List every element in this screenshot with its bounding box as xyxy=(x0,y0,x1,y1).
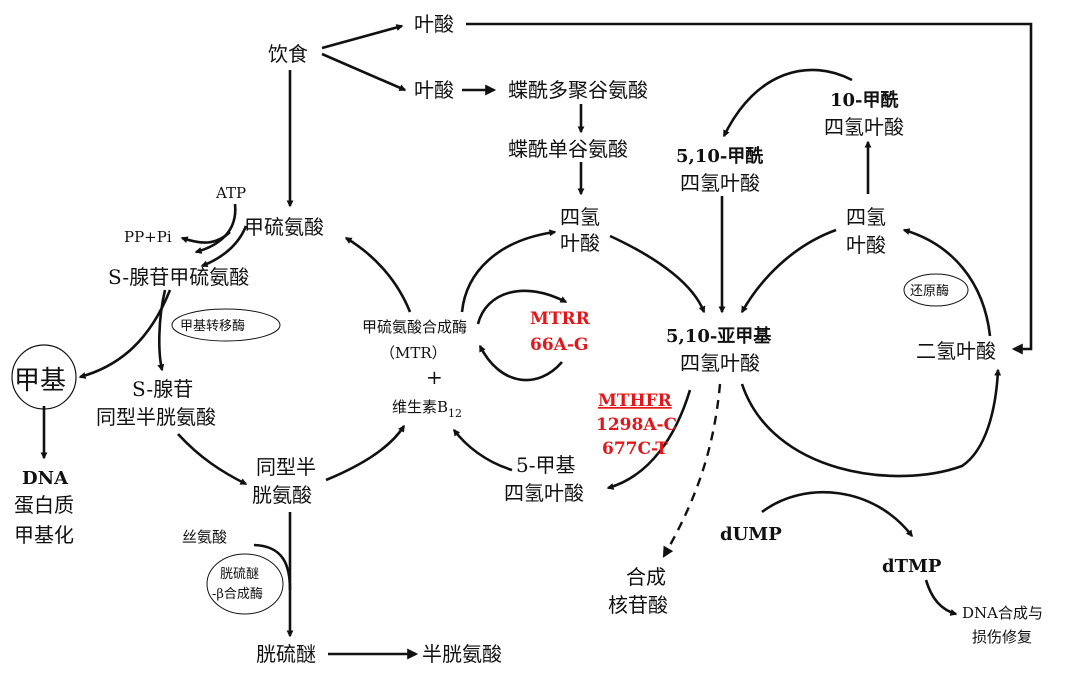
arrows xyxy=(40,22,1033,660)
arrow-ppi xyxy=(180,231,231,244)
arrow-mtrr-loop xyxy=(476,289,568,325)
enzyme-ellipses xyxy=(11,273,969,615)
enzyme-cbs-2: -β合成酶 xyxy=(212,586,263,602)
arrow-methionine-to-sam xyxy=(200,225,248,268)
node-nucleotides-2: 核苷酸 xyxy=(608,593,668,617)
node-dna-1: DNA xyxy=(22,468,69,489)
arrow-serine xyxy=(253,543,292,591)
node-formyl510-2: 四氢叶酸 xyxy=(680,171,760,195)
arrow-folate-to-dhf xyxy=(466,22,1033,355)
arrow-diet-to-folate-top xyxy=(321,24,404,50)
gene-mthfr-677: 677C-T xyxy=(602,439,668,459)
arrow-dump-to-dtmp xyxy=(761,490,914,538)
methyltransferase-ellipse xyxy=(171,308,281,342)
node-folate-top: 叶酸 xyxy=(414,12,454,36)
gene-mthfr: MTHFR xyxy=(598,391,673,411)
node-sah-2: 同型半胱氨酸 xyxy=(96,405,216,429)
arrow-sam-to-sah xyxy=(157,289,167,372)
node-methyl: 甲基 xyxy=(14,366,66,396)
methyl-circle xyxy=(11,344,77,410)
node-nucleotides-1: 合成 xyxy=(626,565,666,589)
node-mtr-1: 甲硫氨酸合成酶 xyxy=(362,318,467,336)
arrow-thf-to-mthf xyxy=(609,234,706,314)
arrow-formyl10-to-formyl510 xyxy=(722,68,853,138)
arrow-atp-to-sam xyxy=(194,203,237,254)
node-mthf-2: 四氢叶酸 xyxy=(680,351,760,375)
arrow-mtr-to-thf xyxy=(460,229,557,313)
arrow-dtmp-to-repair xyxy=(924,579,958,616)
node-mtr-plus: + xyxy=(426,365,443,389)
enzyme-reductase: 还原酶 xyxy=(910,283,949,299)
arrow-mtrr-return xyxy=(478,344,563,382)
arrow-methf-to-mtr xyxy=(452,428,513,472)
node-serine: 丝氨酸 xyxy=(182,528,227,546)
arrow-sah-to-hcy xyxy=(177,433,248,486)
node-cysteine: 半胱氨酸 xyxy=(422,642,502,666)
arrow-diet-to-folate-mid xyxy=(321,52,407,92)
arrow-sam-to-methyl xyxy=(78,289,172,379)
node-mthf-1: 5,10-亚甲基 xyxy=(666,325,772,347)
node-sah-1: S-腺苷 xyxy=(132,377,193,401)
cbs-ellipse xyxy=(206,553,284,615)
node-dna-3: 甲基化 xyxy=(14,523,74,547)
arrow-mthf-to-dhf xyxy=(740,368,1002,478)
gene-mthfr-1298: 1298A-C xyxy=(596,415,677,435)
node-repair-2: 损伤修复 xyxy=(972,628,1032,646)
node-formyl510-1: 5,10-甲酰 xyxy=(676,145,763,167)
node-atp: ATP xyxy=(215,184,246,202)
arrow-dhf-to-thf-right xyxy=(902,228,992,337)
node-thf-left-1: 四氢 xyxy=(560,205,600,229)
node-hcy-2: 胱氨酸 xyxy=(252,483,312,507)
node-b12-sub: 12 xyxy=(448,407,462,420)
enzyme-cbs-1: 胱硫醚 xyxy=(220,567,259,582)
reductase-ellipse xyxy=(903,273,969,307)
node-thf-right-1: 四氢 xyxy=(846,205,886,229)
node-formyl10-1: 10-甲酰 xyxy=(830,89,899,111)
labels: 饮食 叶酸 叶酸 蝶酰多聚谷氨酸 蝶酰单谷氨酸 四氢 叶酸 10-甲酰 四氢叶酸… xyxy=(14,12,1043,666)
node-b12: 维生素B12 xyxy=(392,398,462,420)
arrow-mthf-to-methf xyxy=(606,389,692,490)
node-thf-left-2: 叶酸 xyxy=(560,231,600,255)
arrow-thf-right-to-mthf xyxy=(740,228,837,314)
enzyme-methyltransferase: 甲基转移酶 xyxy=(180,318,245,334)
node-pteroyl-poly: 蝶酰多聚谷氨酸 xyxy=(508,78,648,102)
gene-mtrr-variant: 66A-G xyxy=(530,335,588,355)
node-mtr-2: （MTR） xyxy=(380,344,447,362)
node-dna-2: 蛋白质 xyxy=(14,493,74,517)
node-b12-text: 维生素B xyxy=(392,398,448,416)
node-thf-right-2: 叶酸 xyxy=(846,233,886,257)
node-dhf: 二氢叶酸 xyxy=(916,339,996,363)
node-diet: 饮食 xyxy=(268,42,308,66)
node-repair-1: DNA合成与 xyxy=(962,604,1043,622)
arrow-mthf-to-nucleotides xyxy=(662,383,722,558)
node-pteroyl-mono: 蝶酰单谷氨酸 xyxy=(508,137,628,161)
node-sam: S-腺苷甲硫氨酸 xyxy=(108,265,249,289)
node-methf-1: 5-甲基 xyxy=(516,453,575,477)
node-folate-mid: 叶酸 xyxy=(414,78,454,102)
node-methionine: 甲硫氨酸 xyxy=(244,215,324,239)
gene-mtrr: MTRR xyxy=(530,309,591,329)
node-formyl10-2: 四氢叶酸 xyxy=(824,115,904,139)
node-dump: dUMP xyxy=(720,524,782,545)
arrow-mtr-to-methionine xyxy=(344,236,412,313)
node-cystathionine: 胱硫醚 xyxy=(256,642,316,666)
node-pppi: PP+Pi xyxy=(124,228,172,246)
node-dtmp: dTMP xyxy=(882,556,942,577)
node-methf-2: 四氢叶酸 xyxy=(504,481,584,505)
arrow-hcy-to-mtr xyxy=(325,424,406,482)
node-hcy-1: 同型半 xyxy=(256,455,316,479)
